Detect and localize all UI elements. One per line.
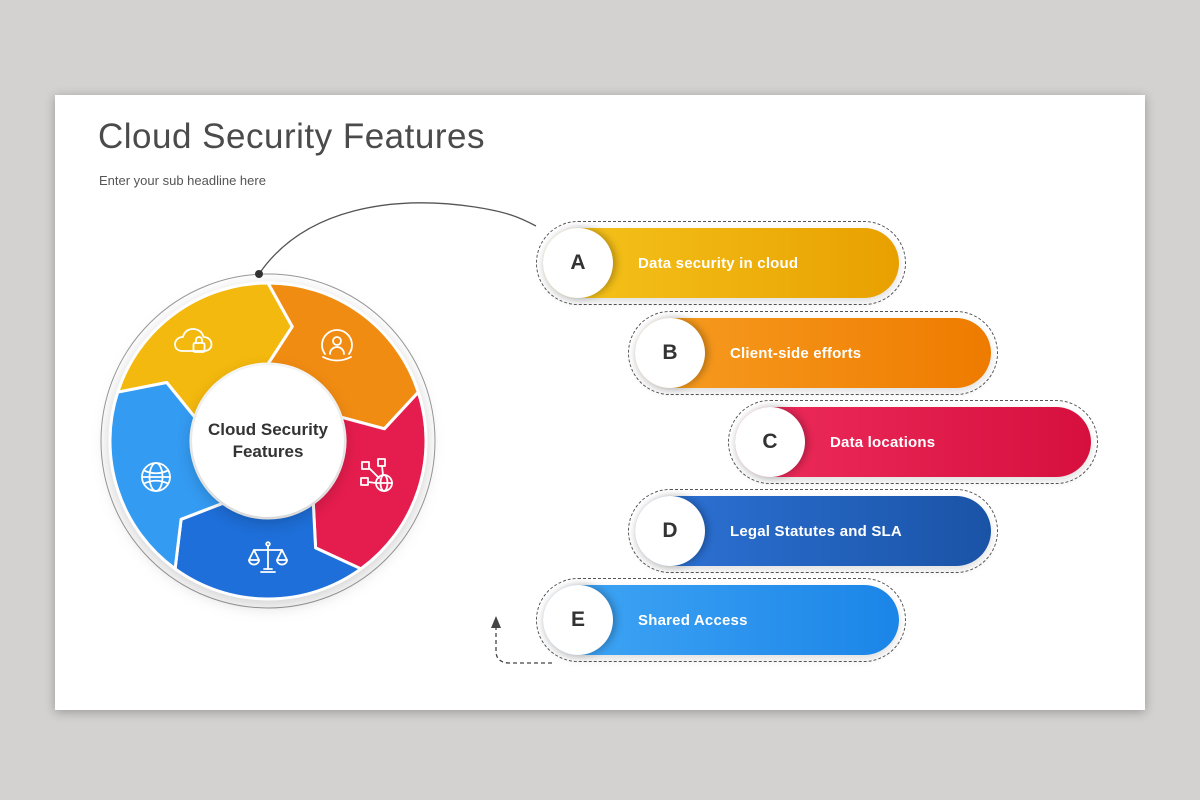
cycle-diagram [108, 281, 428, 601]
pill-label-e: Shared Access [638, 611, 748, 629]
list-item-b: B Client-side efforts [628, 311, 998, 395]
data-network-icon [360, 458, 393, 492]
pill-label-a: Data security in cloud [638, 254, 799, 272]
pill-a: A Data security in cloud [543, 228, 899, 298]
list-item-c: C Data locations [728, 400, 1098, 484]
pill-d: D Legal Statutes and SLA [635, 496, 991, 566]
diagram-center: Cloud Security Features [192, 365, 344, 517]
center-label-line1: Cloud Security [208, 419, 328, 439]
pill-e: E Shared Access [543, 585, 899, 655]
pill-c: C Data locations [735, 407, 1091, 477]
badge-letter: C [762, 430, 778, 453]
segment-shared-access [108, 381, 225, 571]
connector-dot [255, 270, 263, 278]
list-item-e: E Shared Access [536, 578, 906, 662]
pill-label-c: Data locations [830, 433, 936, 451]
cloud-lock-icon [174, 328, 213, 353]
user-support-icon [321, 329, 353, 362]
pill-label-d: Legal Statutes and SLA [730, 522, 902, 540]
badge-letter: A [570, 251, 586, 274]
pill-label-b: Client-side efforts [730, 344, 862, 362]
page-title: Cloud Security Features [98, 117, 485, 156]
connector-curve [258, 202, 537, 275]
badge-letter: B [662, 341, 678, 364]
badge-b: B [635, 318, 705, 388]
scales-icon [248, 541, 288, 573]
list-item-d: D Legal Statutes and SLA [628, 489, 998, 573]
badge-e: E [543, 585, 613, 655]
badge-c: C [735, 407, 805, 477]
badge-letter: D [662, 519, 678, 542]
badge-a: A [543, 228, 613, 298]
globe-icon [141, 462, 171, 492]
pill-b: B Client-side efforts [635, 318, 991, 388]
list-item-a: A Data security in cloud [536, 221, 906, 305]
center-label-line2: Features [232, 442, 304, 461]
badge-letter: E [570, 608, 585, 631]
badge-d: D [635, 496, 705, 566]
page-subtitle: Enter your sub headline here [99, 173, 266, 188]
up-arrow-icon [491, 616, 501, 628]
diagram-center-label: Cloud Security Features [208, 419, 328, 463]
slide: Cloud Security Features Enter your sub h… [55, 95, 1145, 710]
